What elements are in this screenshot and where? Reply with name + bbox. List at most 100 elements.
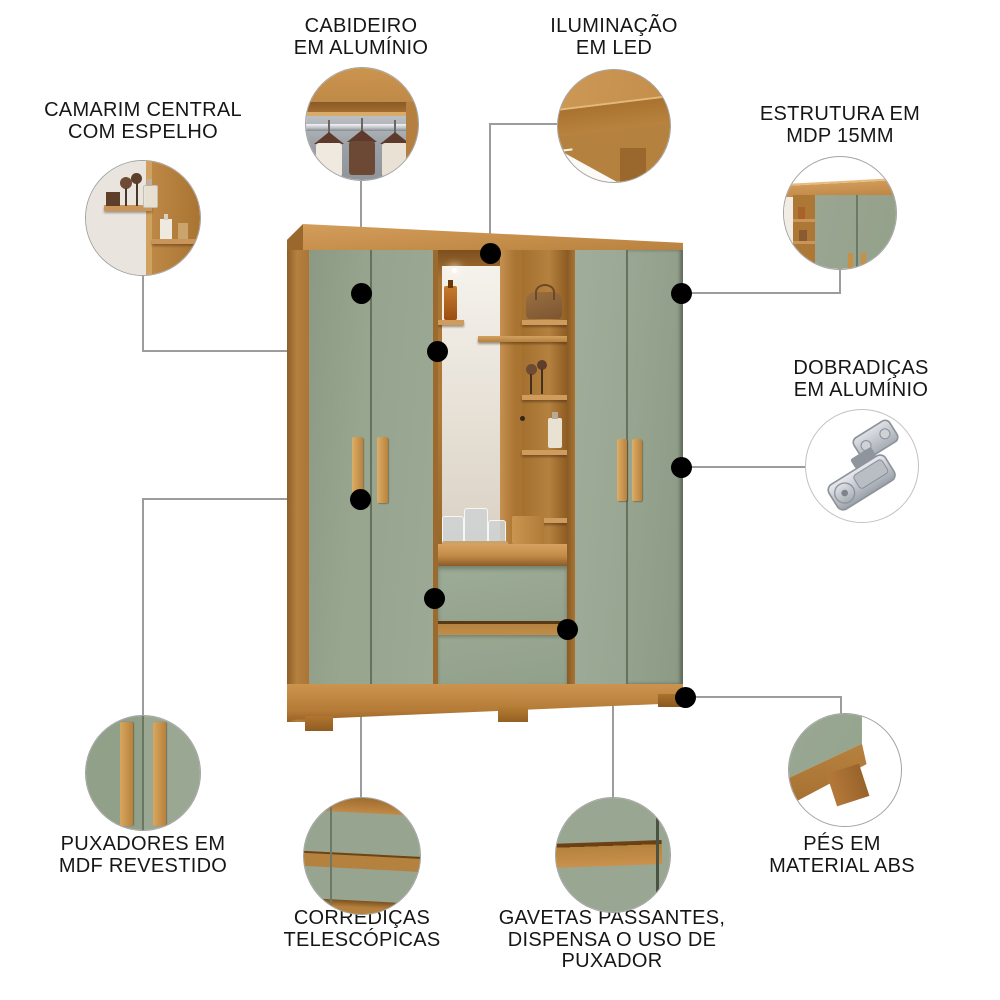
wardrobe-camarim-edge: [433, 250, 438, 684]
marker-dot-gavetas: [556, 618, 578, 640]
wardrobe-door-seam-left: [370, 250, 372, 684]
door-handle: [352, 437, 363, 503]
callout-circle-dobradicas: [805, 409, 919, 523]
camarim-divider-column: [500, 250, 522, 544]
door-panel: [815, 195, 896, 269]
label-line: CABIDEIRO: [304, 15, 418, 37]
marker-dot-pes: [674, 686, 696, 708]
label-line: TELESCÓPICAS: [283, 928, 441, 951]
connector-estrutura-h: [681, 292, 841, 294]
perfume-bottle: [548, 418, 562, 448]
label-line: EM LED: [575, 36, 653, 59]
callout-circle-cabideiro: [305, 67, 419, 181]
callout-circle-corredicas: [303, 797, 421, 915]
perfume-bottle: [444, 286, 457, 320]
callout-circle-estrutura: [783, 156, 897, 270]
callout-circle-puxadores: [85, 715, 201, 831]
wooden-box: [512, 516, 544, 544]
label-line: DOBRADIÇAS: [793, 357, 929, 379]
glass-jar: [442, 516, 464, 544]
connector-camarim-v: [142, 274, 144, 352]
wardrobe-illustration: [280, 220, 690, 735]
shelf: [478, 336, 567, 342]
makeup-brush: [136, 183, 138, 206]
door-seam: [142, 716, 144, 830]
connector-led-v: [489, 123, 491, 253]
wardrobe-foot: [305, 716, 333, 731]
door-handle: [632, 439, 642, 501]
label-iluminacao-led: ILUMINAÇÃO EM LED: [494, 15, 734, 59]
makeup-brush: [530, 374, 532, 394]
shelf: [793, 241, 815, 244]
cosmetic-bottle: [160, 219, 172, 239]
label-line: EM ALUMÍNIO: [793, 378, 929, 401]
cosmetic-bottle: [798, 207, 805, 219]
makeup-brush: [526, 364, 537, 375]
label-line: COM ESPELHO: [68, 120, 218, 143]
marker-dot-led: [479, 242, 501, 264]
drawer-seam: [656, 798, 659, 912]
hanger-hook: [361, 118, 363, 131]
connector-led-h: [490, 123, 557, 125]
vanity-counter: [438, 544, 567, 566]
vanity-jars: [442, 508, 512, 544]
shelf: [152, 239, 200, 244]
marker-dot-dobradicas: [670, 456, 692, 478]
makeup-brush: [125, 188, 127, 206]
wardrobe-door-seam-right: [626, 250, 628, 684]
cosmetic-bottle-cap: [164, 214, 168, 220]
shelf: [522, 395, 567, 400]
shelf-knob: [520, 416, 525, 421]
shelf: [793, 219, 815, 222]
label-line: CAMARIM CENTRAL: [44, 99, 242, 121]
makeup-brush: [537, 360, 547, 370]
hinge-icon: [827, 419, 899, 511]
perfume-bottle-cap: [448, 280, 453, 288]
drawer-pull-gap: [438, 621, 567, 635]
shelf: [522, 450, 567, 455]
garment: [349, 141, 375, 175]
marker-dot-corredicas: [423, 587, 445, 609]
drawer-pull-gap: [556, 840, 663, 868]
wood-panel: [306, 68, 418, 102]
label-line: PUXADORES EM: [60, 833, 226, 855]
drawer-1: [438, 566, 567, 621]
wood-column: [406, 102, 418, 180]
makeup-brush: [541, 369, 543, 394]
shelf: [438, 320, 464, 325]
door-panel: [86, 716, 144, 830]
makeup-brush: [131, 173, 142, 184]
label-line: EM ALUMÍNIO: [293, 36, 429, 59]
hanger-hook: [328, 120, 330, 133]
connector-pes-h: [685, 696, 842, 698]
door-seam: [856, 195, 858, 269]
label-estrutura-mdp: ESTRUTURA EM MDP 15MM: [710, 103, 970, 147]
door-handle: [848, 253, 853, 269]
marker-dot-cabideiro: [350, 282, 372, 304]
led-light-icon: [452, 268, 457, 273]
connector-estrutura-v: [839, 268, 841, 294]
drawer-seam: [330, 798, 332, 914]
label-camarim-central: CAMARIM CENTRAL COM ESPELHO: [13, 99, 273, 143]
basket: [106, 192, 120, 206]
wood-shadow: [306, 102, 418, 112]
callout-circle-camarim: [85, 160, 201, 276]
shelf: [522, 320, 567, 325]
drawer-2: [438, 635, 567, 684]
label-pes-abs: PÉS EM MATERIAL ABS: [712, 833, 972, 877]
wood-edge: [306, 112, 418, 116]
mirror-sliver: [784, 197, 793, 269]
perfume-bottle-cap: [147, 179, 152, 186]
connector-pes-v: [840, 696, 842, 715]
label-line: PÉS EM: [803, 833, 881, 855]
wardrobe-camarim-niche: [438, 250, 567, 544]
garment: [316, 143, 342, 177]
marker-dot-puxadores: [349, 488, 371, 510]
makeup-brush: [120, 177, 132, 189]
wooden-tray: [442, 541, 508, 544]
shelf: [522, 518, 567, 523]
door-handle: [153, 722, 166, 826]
door-handle: [617, 439, 627, 501]
label-line: DISPENSA O USO DE: [507, 928, 717, 951]
